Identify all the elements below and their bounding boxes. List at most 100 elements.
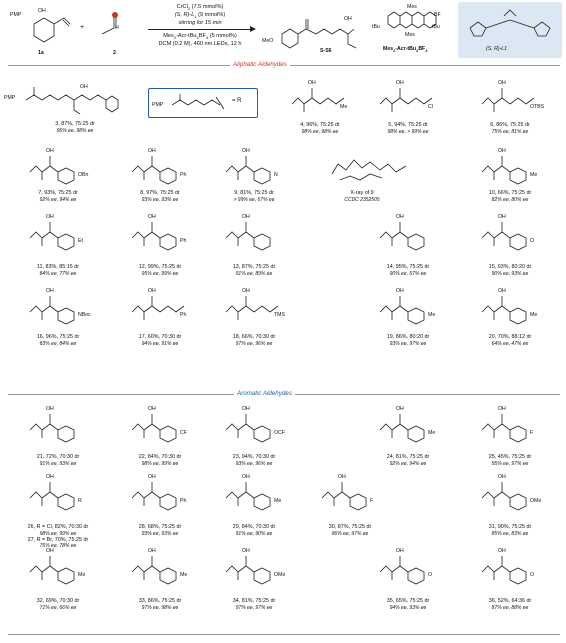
entry-3-structure (25, 87, 119, 115)
row4-entry-4-structure (379, 296, 425, 325)
entry-ee: 97% ee, 97% ee (235, 604, 273, 611)
product-structure (281, 19, 357, 49)
entry-yield: 15, 93%, 80:20 dr (488, 264, 532, 270)
reactant-2-label: 2 (113, 50, 116, 56)
condition-acr: -Acr-tBu (176, 33, 197, 39)
entry-yield: 5, 94%, 75:25 dr (388, 122, 428, 128)
row7-entry-1-structure (29, 556, 75, 585)
row1-entry-3-oh: OH (498, 80, 506, 86)
row7-entry-3-structure (225, 556, 271, 585)
row5-entry-2-structure (131, 414, 177, 443)
row2-entry-3-oh: OH (242, 148, 250, 154)
entry-yield: 36, 52%, 64:36 dr (488, 598, 532, 604)
entry-yield: 30, 87%, 75:25 dr (328, 524, 372, 530)
row5-entry-1-oh: OH (46, 406, 54, 412)
reactant-1a-structure (33, 17, 71, 43)
row1-entry-1-structure (291, 88, 345, 112)
row2-entry-1-group: OBn (78, 172, 89, 178)
entry-yield: 10, 66%, 75:25 dr (488, 190, 532, 196)
row3-entry-3-oh: OH (242, 214, 250, 220)
entry-ee: 98% ee, 99% ee (39, 530, 77, 537)
ligand-structure (469, 9, 551, 37)
row3-entry-5-structure (481, 222, 527, 251)
row4-entry-5-group: Me (530, 312, 538, 318)
entry-27-ee: 76% ee, 78% ee (39, 543, 77, 550)
row5-entry-4-group: Me (428, 430, 436, 436)
entry-yield: 12, 99%, 75:25 dr (138, 264, 182, 270)
entry-yield: 8, 97%, 75:25 dr (140, 190, 180, 196)
row4-entry-2-oh: OH (148, 288, 156, 294)
row6-entry-4-group: Me (274, 498, 282, 504)
entry-ee: 98% ee, 98% ee (301, 128, 339, 135)
entry-yield: 33, 86%, 75:25 dr (138, 598, 182, 604)
entry-3-pmp: PMP (4, 95, 16, 101)
entry-ee: 95% ee, 97% ee (491, 460, 529, 467)
row2-entry-5-group: Me (530, 172, 538, 178)
condition-ligand: (S, R)-L (174, 12, 195, 19)
row3-entry-1-structure (29, 222, 75, 251)
entry-yield: 29, 84%, 70:30 dr (232, 524, 276, 530)
section-aliphatic-title: Aliphatic Aldehydes (230, 61, 290, 68)
row7-entry-5-structure (481, 556, 527, 585)
entry-yield: 24, 81%, 75:25 dr (386, 454, 430, 460)
entry-yield: 35, 65%, 75:25 dr (386, 598, 430, 604)
row2-entry-2-oh: OH (148, 148, 156, 154)
entry-ee: 64% ee, 47% ee (491, 340, 529, 347)
entry-yield: X-ray of 9 (350, 190, 374, 196)
entry-ee: 82% ee, 80% ee (491, 196, 529, 203)
entry-yield: 31, 90%, 75:25 dr (488, 524, 532, 530)
notation-eq: = R (232, 98, 242, 104)
photocatalyst-structure (387, 11, 437, 29)
row7-entry-4-group: O (428, 572, 433, 578)
entry-yield: 32, 69%, 70:30 dr (36, 598, 80, 604)
row2-entry-3-group: N (274, 172, 278, 178)
notation-structure (171, 94, 225, 110)
entry-ee: 75% ee, 81% ee (491, 128, 529, 135)
row7-entry-2-structure (131, 556, 177, 585)
row6-entry-5-oh: OH (338, 474, 346, 480)
entry-ee: 96% ee, 97% ee (331, 530, 369, 537)
row6-entry-1-structure (29, 482, 75, 511)
row4-entry-1-oh: OH (46, 288, 54, 294)
conditions-bottom: Mes2-Acr-tBu2BF4 (5 mmol%) DCM (0.2 M), … (140, 33, 260, 48)
row5-entry-3-structure (225, 414, 271, 443)
entry-yield: 6, 86%, 75:25 dr (490, 122, 530, 128)
entry-ee: 97% ee, 96% ee (235, 340, 273, 347)
row4-entry-3-oh: OH (242, 288, 250, 294)
entry-ee: 93% ee, 97% ee (389, 340, 427, 347)
catalyst-tbu-right: tBu (432, 24, 440, 30)
entry-ee: > 99% ee, 67% ee (233, 196, 275, 203)
row1-entry-2-structure (379, 88, 433, 112)
entry-yield: 7, 93%, 75:25 dr (38, 190, 78, 196)
row6-entry-4-oh: OH (242, 474, 250, 480)
entry-yield: 11, 83%, 85:15 dr (36, 264, 80, 270)
row7-entry-3-group: OMe (274, 572, 286, 578)
condition-mes: Mes (163, 33, 174, 39)
condition-solvent: DCM (0.2 M), 460 nm LEDs, 12 h (158, 41, 242, 48)
entry-3-yield: 3, 87%, 75:25 dr (55, 121, 95, 127)
row7-entry-3-oh: OH (242, 548, 250, 554)
row1-entry-1-oh: OH (308, 80, 316, 86)
divider-bottom (8, 634, 560, 635)
row5-entry-2-group: CF (180, 430, 187, 436)
entry-ee: 71% ee, 66% ee (39, 604, 77, 611)
entry-yield: 28, 68%, 75:25 dr (138, 524, 182, 530)
entry-yield: 22, 84%, 70:30 dr (138, 454, 182, 460)
plus-sign: + (80, 24, 85, 31)
row6-entry-1-group: R (78, 498, 82, 504)
row3-entry-2-structure (131, 222, 177, 251)
row5-entry-5-structure (481, 414, 527, 443)
entry-yield: 13, 87%, 75:25 dr (232, 264, 276, 270)
